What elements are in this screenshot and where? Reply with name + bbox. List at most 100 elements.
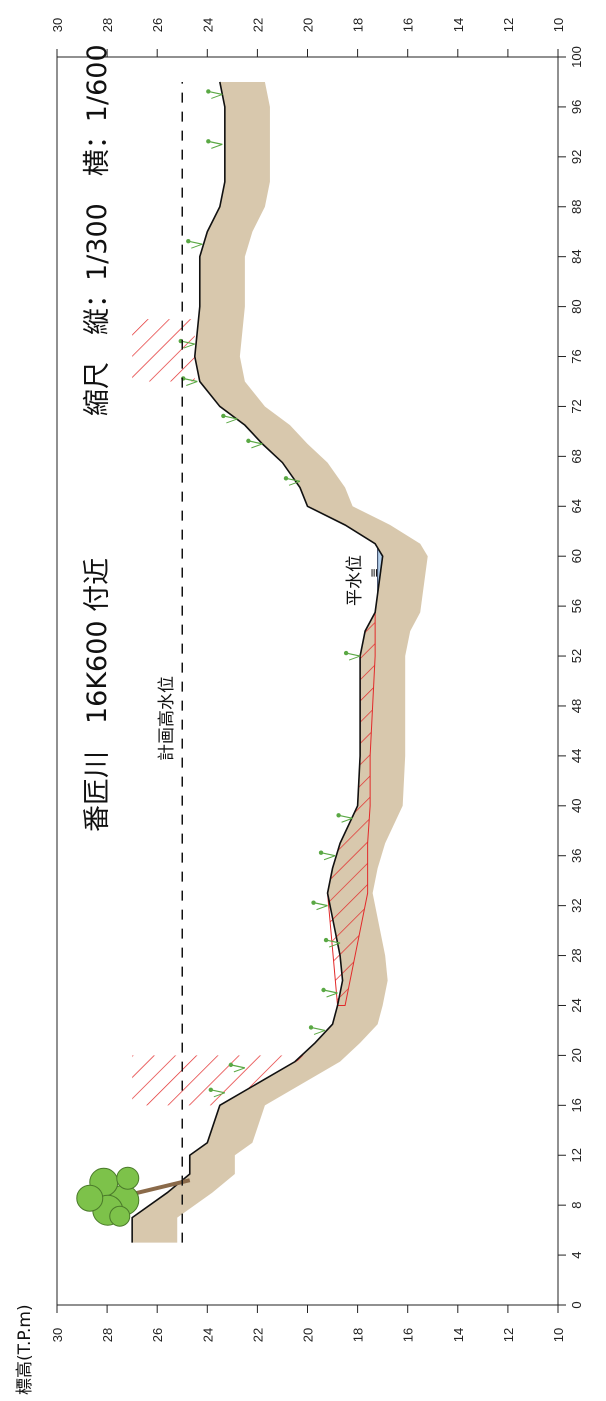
vegetation-stem bbox=[188, 240, 203, 245]
distance-tick-label: 76 bbox=[569, 349, 584, 363]
distance-tick-label: 0 bbox=[569, 1301, 584, 1308]
distance-tick-label: 84 bbox=[569, 249, 584, 263]
elevation-tick-label-bottom: 24 bbox=[200, 1328, 215, 1342]
vegetation-tip bbox=[283, 476, 289, 481]
distance-tick-label: 92 bbox=[569, 150, 584, 164]
vegetation-tip bbox=[308, 1025, 314, 1030]
vegetation-stem bbox=[223, 415, 238, 420]
distance-tick-label: 80 bbox=[569, 299, 584, 313]
scale-text: 縮尺 縦：1/300 横：1/600 bbox=[82, 44, 113, 416]
vegetation-tip bbox=[311, 900, 316, 905]
elevation-tick-label-top: 22 bbox=[250, 18, 265, 32]
chart-title: 番匠川 16K600 付近 bbox=[82, 558, 113, 832]
vegetation-stem bbox=[323, 989, 338, 994]
vegetation-tuft bbox=[206, 139, 223, 149]
vegetation-stem bbox=[320, 852, 336, 857]
tree-trunk bbox=[131, 1178, 191, 1197]
elevation-tick-label-bottom: 18 bbox=[351, 1328, 366, 1342]
distance-tick-label: 12 bbox=[569, 1148, 584, 1162]
elevation-tick-label-bottom: 10 bbox=[551, 1328, 566, 1342]
vegetation-tuft bbox=[343, 650, 361, 661]
distance-tick-label: 52 bbox=[569, 649, 584, 663]
tree bbox=[76, 1166, 191, 1227]
distance-tick-label: 24 bbox=[569, 998, 584, 1012]
vegetation-tip bbox=[246, 438, 251, 444]
vegetation-tuft bbox=[186, 239, 203, 249]
vegetation-stem bbox=[313, 902, 328, 907]
vegetation-tuft bbox=[323, 937, 341, 948]
distance-tick-label: 4 bbox=[569, 1251, 584, 1258]
vegetation-tip bbox=[323, 937, 329, 943]
distance-tick-label: 88 bbox=[569, 200, 584, 214]
elevation-tick-label-top: 12 bbox=[501, 18, 516, 32]
axes-layer: 3030282826262424222220201818161614141212… bbox=[50, 18, 584, 1342]
distance-tick-label: 56 bbox=[569, 599, 584, 613]
vegetation-tip bbox=[336, 813, 341, 818]
vegetation-stem bbox=[230, 1064, 246, 1069]
vegetation-leaf bbox=[328, 942, 341, 948]
vegetation-tuft bbox=[318, 850, 336, 861]
vegetation-tuft bbox=[308, 1025, 326, 1035]
vegetation-tip bbox=[321, 987, 326, 993]
vegetation-leaf bbox=[348, 655, 361, 661]
vegetation-tuft bbox=[208, 1087, 226, 1098]
vegetation-tip bbox=[206, 89, 211, 94]
y-axis-label: 標高(T.P.m) bbox=[15, 1304, 35, 1395]
distance-tick-label: 28 bbox=[569, 948, 584, 962]
distance-tick-label: 60 bbox=[569, 549, 584, 563]
vegetation-stem bbox=[338, 814, 353, 819]
planned-high-water-label: 計画高水位 bbox=[157, 676, 177, 761]
ground-profile-layer bbox=[131, 81, 384, 1243]
distance-tick-label: 44 bbox=[569, 749, 584, 763]
vegetation-tip bbox=[221, 413, 226, 419]
elevation-tick-label-top: 10 bbox=[551, 18, 566, 32]
vegetation-stem bbox=[325, 939, 341, 944]
tree-canopy bbox=[109, 1205, 131, 1227]
vegetation-stem bbox=[345, 652, 361, 657]
elevation-tick-label-top: 24 bbox=[200, 18, 215, 32]
vegetation-stem bbox=[183, 377, 198, 383]
vegetation-leaf bbox=[183, 343, 195, 349]
vegetation-leaf bbox=[233, 1067, 246, 1073]
vegetation-stem bbox=[210, 1089, 225, 1094]
vegetation-stem bbox=[310, 1026, 326, 1032]
vegetation-leaf bbox=[326, 992, 338, 998]
tree-canopy bbox=[76, 1184, 104, 1212]
vegetation-stem bbox=[180, 340, 195, 345]
vegetation-tuft bbox=[336, 813, 353, 823]
vegetation-tuft bbox=[321, 987, 338, 998]
vegetation-stem bbox=[208, 90, 223, 96]
elevation-tick-label-bottom: 30 bbox=[50, 1328, 65, 1342]
hatch-layer bbox=[132, 319, 376, 1106]
hatch-zone bbox=[132, 319, 195, 382]
elevation-tick-label-top: 18 bbox=[351, 18, 366, 32]
distance-tick-label: 8 bbox=[569, 1202, 584, 1209]
distance-tick-label: 48 bbox=[569, 699, 584, 713]
elevation-tick-label-bottom: 28 bbox=[100, 1328, 115, 1342]
vegetation-tip bbox=[318, 850, 324, 855]
normal-water-label: 平水位 bbox=[345, 555, 365, 606]
tree-canopy bbox=[116, 1166, 140, 1190]
distance-tick-label: 20 bbox=[569, 1048, 584, 1062]
vegetation-leaf bbox=[323, 855, 336, 861]
water-surface-symbol: ≡ bbox=[367, 568, 381, 578]
tree-layer bbox=[76, 1166, 191, 1227]
vegetation-leaf bbox=[251, 443, 263, 449]
elevation-tick-label-top: 20 bbox=[301, 18, 316, 32]
vegetation-leaf bbox=[191, 243, 203, 249]
vegetation-tip bbox=[186, 239, 191, 244]
elevation-tick-label-top: 26 bbox=[150, 18, 165, 32]
vegetation-leaf bbox=[211, 143, 223, 149]
vegetation-stem bbox=[248, 440, 263, 445]
vegetation-leaf bbox=[313, 1029, 326, 1035]
vegetation-tip bbox=[343, 650, 349, 656]
distance-tick-label: 96 bbox=[569, 100, 584, 114]
elevation-tick-label-bottom: 14 bbox=[451, 1328, 466, 1342]
distance-tick-label: 64 bbox=[569, 499, 584, 513]
distance-tick-label: 32 bbox=[569, 898, 584, 912]
elevation-tick-label-bottom: 22 bbox=[250, 1328, 265, 1342]
elevation-tick-label-top: 16 bbox=[401, 18, 416, 32]
distance-tick-label: 36 bbox=[569, 848, 584, 862]
vegetation-leaf bbox=[316, 905, 328, 911]
